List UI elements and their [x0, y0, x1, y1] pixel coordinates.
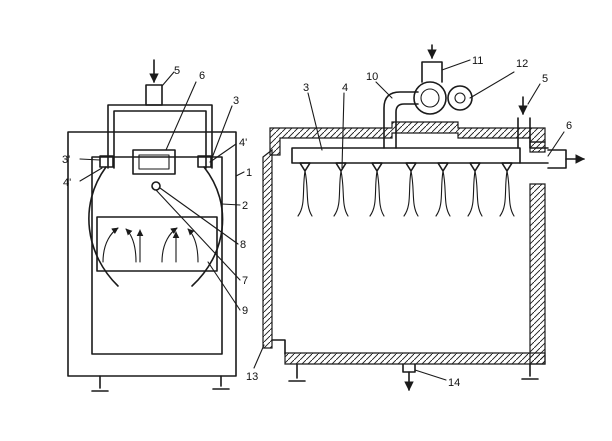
spray-envelope-right — [191, 166, 224, 287]
callout-9: 9 — [242, 305, 248, 317]
insulated-walls — [262, 121, 546, 365]
callout-14: 14 — [448, 377, 460, 389]
callout-10: 10 — [366, 71, 378, 83]
left-cabinet-view — [67, 59, 245, 392]
callout-4-prime-left: 4' — [63, 177, 71, 189]
supply-pipe — [107, 59, 213, 169]
inner-chamber — [91, 156, 223, 355]
callout-3-prime: 3' — [62, 154, 70, 166]
callout-6-right: 6 — [566, 120, 572, 132]
callout-6-left: 6 — [199, 70, 205, 82]
callout-7: 7 — [242, 275, 248, 287]
callout-4-prime-right: 4' — [239, 137, 247, 149]
callout-13: 13 — [246, 371, 258, 383]
callout-5-right: 5 — [542, 73, 548, 85]
callout-3-left: 3 — [233, 95, 239, 107]
spray-nozzles — [297, 162, 515, 217]
spray-envelope-left — [88, 166, 119, 287]
callout-8: 8 — [240, 239, 246, 251]
callout-1: 1 — [246, 167, 252, 179]
airflow-arrows — [102, 227, 199, 263]
callout-12: 12 — [516, 58, 528, 70]
callout-labels: 5 6 3 3' 4' 4' 1 2 8 7 9 3 4 10 11 12 5 … — [62, 55, 572, 389]
left-cabinet-feet — [91, 375, 230, 392]
callout-2: 2 — [242, 200, 248, 212]
drain-outlet — [402, 363, 416, 391]
right-chamber-feet — [288, 363, 539, 382]
callout-11: 11 — [472, 55, 483, 67]
product-rack — [96, 216, 218, 272]
callout-3-right: 3 — [303, 82, 309, 94]
outer-shell — [67, 131, 237, 377]
control-box — [132, 149, 176, 175]
right-leader-lines — [253, 59, 565, 381]
left-leader-lines — [79, 71, 245, 311]
right-chamber-view — [253, 44, 585, 391]
callout-4-right: 4 — [342, 82, 348, 94]
callout-5-left: 5 — [174, 65, 180, 77]
sensor-circle — [151, 181, 161, 191]
fan-motor-assembly — [383, 44, 473, 149]
